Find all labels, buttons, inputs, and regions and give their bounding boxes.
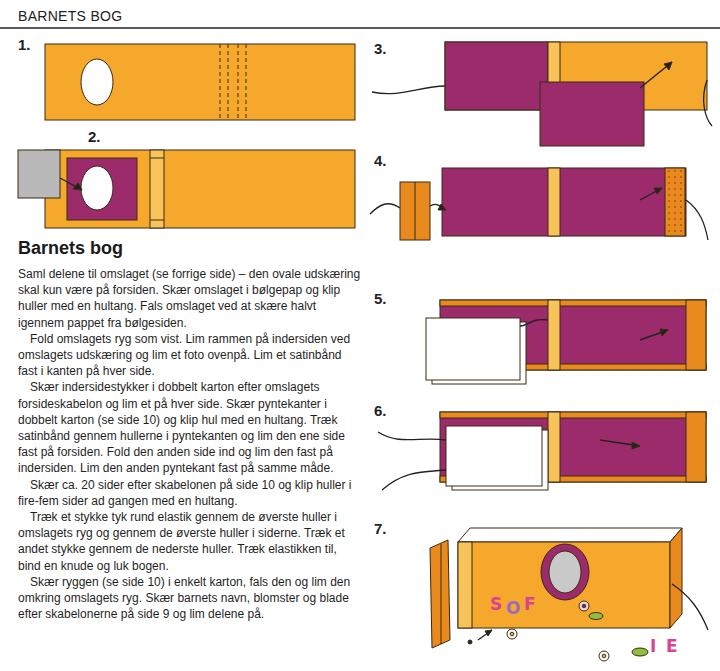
header-rule	[0, 27, 720, 29]
instruction-paragraph: Saml delene til omslaget (se forrige sid…	[18, 266, 362, 331]
cutout-letter: S	[490, 594, 502, 614]
step-number: 6.	[374, 402, 387, 419]
cutout-letter: O	[506, 598, 520, 618]
section-heading: Barnets bog	[18, 238, 123, 259]
body-text: Saml delene til omslaget (se forrige sid…	[18, 266, 362, 622]
step-6-cover	[378, 412, 706, 490]
instruction-paragraph: Skær ryggen (se side 10) i enkelt karton…	[18, 574, 362, 623]
step-7-book	[430, 528, 708, 661]
cutout-letter: F	[524, 594, 536, 614]
step-number: 1.	[18, 36, 31, 53]
step-number: 4.	[374, 152, 387, 169]
instruction-paragraph: Træk et stykke tyk rund elastik gennem d…	[18, 509, 362, 574]
cutout-letter: I	[650, 636, 656, 656]
page-header: BARNETS BOG	[18, 8, 122, 24]
instruction-paragraph: Skær ca. 20 sider efter skabelonen på si…	[18, 477, 362, 509]
cutout-letter: E	[666, 636, 678, 656]
step-number: 7.	[374, 520, 387, 537]
instruction-paragraph: Skær indersidestykker i dobbelt karton e…	[18, 379, 362, 476]
step-number: 2.	[88, 128, 101, 145]
step-4-cover	[370, 168, 708, 240]
step-5-cover	[426, 300, 706, 384]
step-number: 5.	[374, 290, 387, 307]
instruction-paragraph: Fold omslagets ryg som vist. Lim rammen …	[18, 331, 362, 380]
step-number: 3.	[374, 40, 387, 57]
step-2-cover	[18, 150, 355, 228]
step-3-cover	[372, 42, 712, 146]
step-1-cover	[45, 44, 355, 120]
